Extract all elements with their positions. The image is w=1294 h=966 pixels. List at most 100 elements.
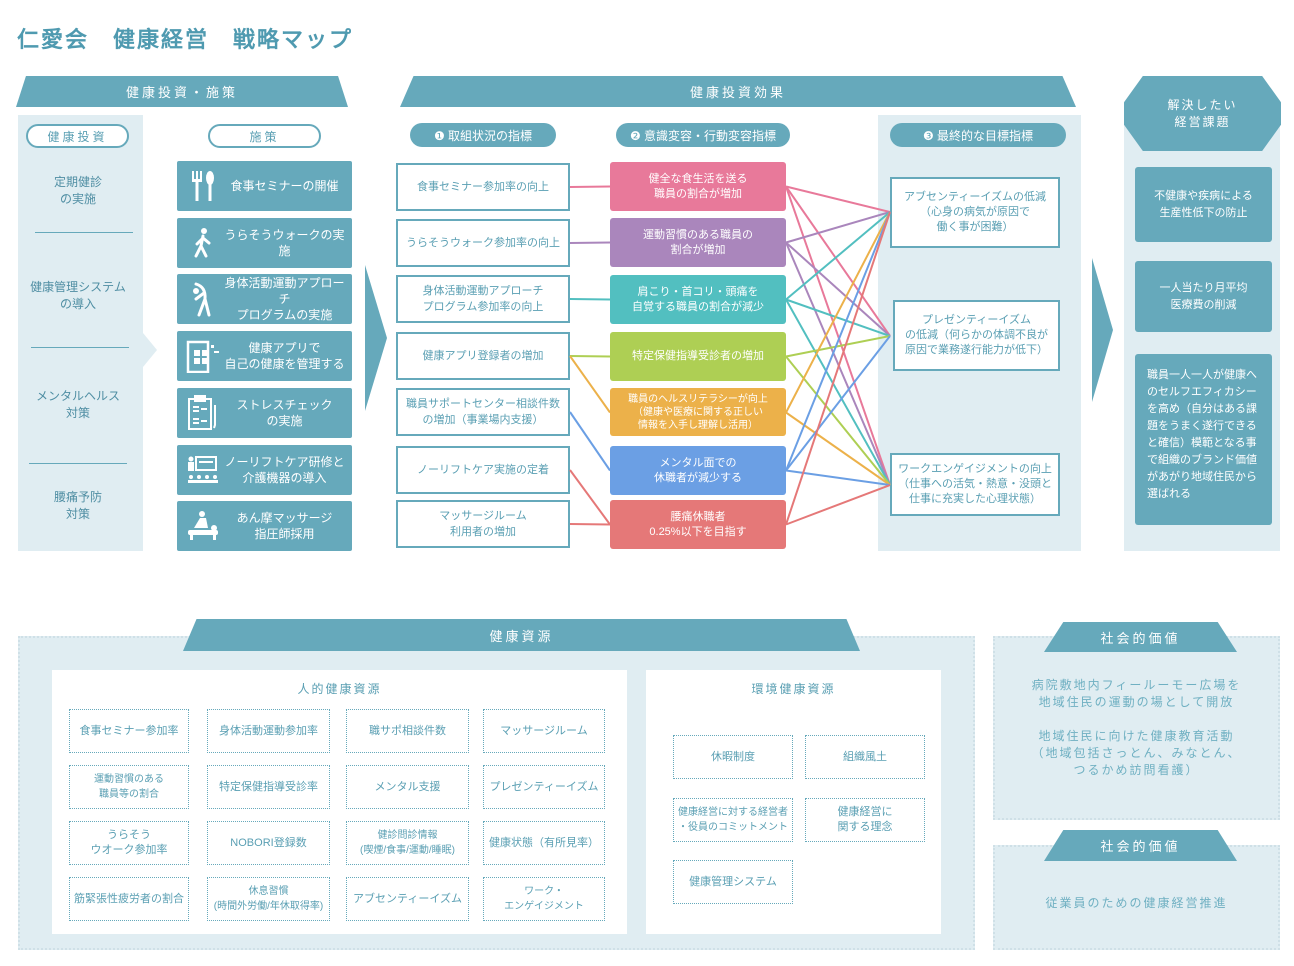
indicator-effect-link <box>569 355 611 414</box>
investment-item: メンタルヘルス 対策 <box>35 389 120 420</box>
investment-panel <box>18 115 143 551</box>
human-resource-item: アブセンティーイズム <box>346 877 469 921</box>
header-social-value: 社会的価値 <box>1044 830 1237 861</box>
measure-label: うらそうウォークの実施 <box>224 228 345 258</box>
indicator-item: 身体活動運動アプローチ プログラム参加率の向上 <box>396 275 570 323</box>
human-resource-item: マッサージルーム <box>483 709 605 753</box>
small-arrow-icon <box>143 333 157 367</box>
lecture-icon <box>183 450 223 490</box>
measure-label: あん摩マッサージ 指圧師採用 <box>236 511 333 541</box>
env-resource-item: 健康管理システム <box>673 860 793 904</box>
human-resource-item: 運動習慣のある 職員等の割合 <box>69 765 189 809</box>
effect-item: 肩こり・首コリ・頭痛を 自覚する職員の割合が減少 <box>610 275 786 324</box>
indicator-effect-link <box>569 469 611 526</box>
effect-target-link <box>785 211 891 301</box>
env-resources-title: 環境健康資源 <box>751 681 836 696</box>
clipboard-qa-icon <box>183 393 223 433</box>
effect-target-link <box>785 484 891 526</box>
header-resource: 健康資源 <box>183 619 860 651</box>
human-resource-item: 休息習慣 (時間外労働/年休取得率) <box>207 877 330 921</box>
indicator-item: ノーリフトケア実施の定着 <box>396 446 570 494</box>
measure-label: ストレスチェック の実施 <box>236 398 333 428</box>
social-value-community-text: 病院敷地内フィールーモー広場を 地域住民の運動の場として開放 地域住民に向けた健… <box>1031 678 1242 777</box>
effect-item: 特定保健指導受診者の増加 <box>610 332 786 381</box>
tablet-app-icon <box>183 336 223 376</box>
effect-target-link <box>785 298 891 337</box>
effect-target-link <box>785 186 891 486</box>
investment-item: 定期健診 の実施 <box>53 175 102 206</box>
social-value-employee-text: 従業員のための健康経営推進 <box>1045 895 1228 910</box>
env-resource-item: 休暇制度 <box>673 735 793 779</box>
massage-icon <box>183 506 223 546</box>
indicator-effect-link <box>569 523 611 526</box>
effect-target-link <box>785 211 891 471</box>
investment-label: 健康投資 <box>26 124 129 148</box>
effect-target-link <box>785 241 891 337</box>
human-resource-item: 筋緊張性疲労者の割合 <box>69 877 189 921</box>
human-resource-item: 健診問診情報 (喫煙/食事/運動/睡眠) <box>346 821 469 865</box>
header-issue: 解決したい 経営課題 <box>1124 76 1281 151</box>
investment-item: 健康管理システム の導入 <box>30 280 126 311</box>
indicator-item: 健康アプリ登録者の増加 <box>396 332 570 380</box>
effect-target-link <box>785 185 891 213</box>
human-resource-item: 職サポ相談件数 <box>346 709 469 753</box>
indicator-effect-link <box>569 185 611 188</box>
effect-item: メンタル面での 休職者が減少する <box>610 446 786 495</box>
effect-item: 健全な食生活を送る 職員の割合が増加 <box>610 162 786 211</box>
human-resource-item: 健康状態（有所見率） <box>483 821 605 865</box>
measure-item: うらそうウォークの実施 <box>177 218 352 268</box>
header-invest: 健康投資・施策 <box>16 76 348 107</box>
measure-label: 健康アプリで 自己の健康を管理する <box>224 341 345 371</box>
human-resource-item: うらそう ウオーク参加率 <box>69 821 189 865</box>
measure-item: 身体活動運動アプローチ プログラムの実施 <box>177 274 352 324</box>
human-resource-item: NOBORI登録数 <box>207 821 330 865</box>
effect-target-link <box>785 355 891 486</box>
stretching-icon <box>183 279 223 319</box>
effect-target-link <box>785 242 891 486</box>
measure-item: 健康アプリで 自己の健康を管理する <box>177 331 352 381</box>
human-resource-item: 食事セミナー参加率 <box>69 709 189 753</box>
human-resource-item: メンタル支援 <box>346 765 469 809</box>
target-item: ワークエンゲイジメントの向上 （仕事への活気・熱意・没頭と 仕事に充実した心理状… <box>890 453 1060 516</box>
indicators-label: ❶ 取組状況の指標 <box>410 123 556 147</box>
indicator-item: うらそうウォーク参加率の向上 <box>396 219 570 267</box>
effect-target-link <box>785 185 891 337</box>
human-resource-item: ワーク・ エンゲイジメント <box>483 877 605 921</box>
measure-item: あん摩マッサージ 指圧師採用 <box>177 501 352 551</box>
arrow-right-icon <box>1092 258 1113 402</box>
effect-item: 腰痛休職者 0.25%以下を目指す <box>610 500 786 549</box>
measure-item: ノーリフトケア研修と 介護機器の導入 <box>177 445 352 495</box>
effect-target-link <box>785 211 891 413</box>
issue-item: 一人当たり月平均 医療費の削減 <box>1135 261 1272 332</box>
effect-item: 職員のヘルスリテラシーが向上 （健康や医療に関する正しい 情報を入手し理解し活用… <box>610 388 786 436</box>
target-item: アブセンティーイズムの低減 （心身の病気が原因で 働く事が困難） <box>890 177 1060 248</box>
page-title: 仁愛会 健康経営 戦略マップ <box>17 27 354 52</box>
social-value-employee-panel <box>993 845 1280 950</box>
effect-target-link <box>785 335 891 472</box>
effect-item: 運動習慣のある職員の 割合が増加 <box>610 218 786 267</box>
indicator-effect-link <box>569 355 611 358</box>
env-resource-item: 健康経営に 関する理念 <box>805 798 925 842</box>
env-resource-item: 健康経営に対する経営者 ・役員のコミットメント <box>673 798 793 842</box>
measure-label: 食事セミナーの開催 <box>230 179 339 193</box>
indicator-effect-link <box>569 298 611 301</box>
issue-item: 不健康や疾病による 生産性低下の防止 <box>1135 167 1272 242</box>
effect-target-link <box>785 469 891 486</box>
divider <box>35 232 133 233</box>
measure-label: ノーリフトケア研修と 介護機器の導入 <box>224 455 345 485</box>
issue-item: 職員一人一人が健康へ のセルフエフィカシー を高め（自分はある課 題をうまく遂行… <box>1135 354 1272 525</box>
effect-target-link <box>785 335 891 358</box>
indicator-effect-link <box>569 411 611 472</box>
header-social-value: 社会的価値 <box>1044 622 1237 652</box>
investment-item: 腰痛予防 対策 <box>53 490 102 521</box>
measure-item: ストレスチェック の実施 <box>177 388 352 438</box>
measures-label: 施策 <box>208 124 321 148</box>
effect-target-link <box>785 299 891 486</box>
social-value-community-panel <box>993 636 1280 820</box>
divider <box>31 347 129 348</box>
measure-label: 身体活動運動アプローチ プログラムの実施 <box>224 276 345 322</box>
human-resource-item: 特定保健指導受診率 <box>207 765 330 809</box>
fork-spoon-icon <box>183 166 223 206</box>
human-resources-title: 人的健康資源 <box>297 681 382 696</box>
env-resource-item: 組織風土 <box>805 735 925 779</box>
